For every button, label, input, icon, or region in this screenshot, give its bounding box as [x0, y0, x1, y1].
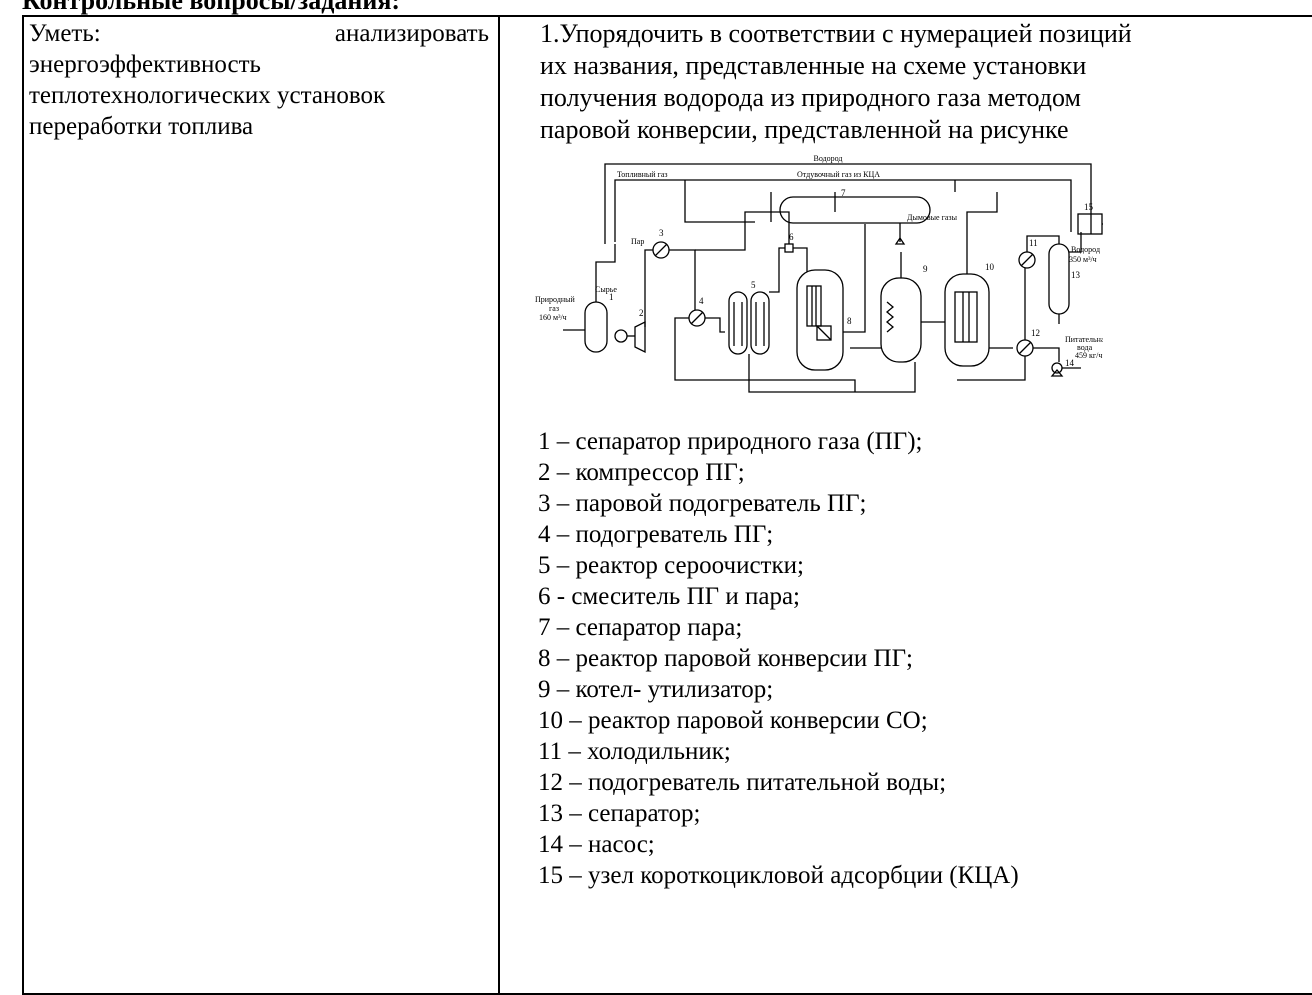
legend-item: 7 – сепаратор пара; [538, 614, 743, 641]
scheme-number: 13 [1071, 270, 1081, 280]
scheme-number: 7 [841, 188, 846, 198]
legend-item: 14 – насос; [538, 831, 655, 858]
scheme-label-hydrogen-top: Водород [813, 154, 842, 163]
scheme-number: 1 [609, 292, 614, 302]
compressor-2 [634, 320, 646, 354]
question-text: 1.Упорядочить в соответствии с нумерацие… [500, 17, 1312, 146]
scheme-number: 4 [699, 296, 704, 306]
scheme-label-feed-water-1: Питательная [1065, 335, 1103, 344]
scheme-label-steam: Пар [631, 237, 644, 246]
steam-separator-7 [779, 196, 931, 224]
legend-item: 1 – сепаратор природного газа (ПГ); [538, 428, 923, 455]
scheme-number: 14 [1065, 358, 1075, 368]
scheme-number: 10 [985, 262, 995, 272]
legend-item: 15 – узел короткоцикловой адсорбции (КЦА… [538, 862, 1019, 889]
mixer-6 [784, 243, 794, 253]
desulfurization-reactor-5b [750, 291, 770, 355]
question-line: паровой конверсии, представленной на рис… [540, 115, 1069, 144]
scheme-label-flue-gases: Дымовые газы [907, 213, 958, 222]
scheme-number: 11 [1029, 238, 1038, 248]
component-legend: 1 – сепаратор природного газа (ПГ); 2 – … [538, 426, 1312, 891]
legend-item: 12 – подогреватель питательной воды; [538, 769, 947, 796]
legend-item: 11 – холодильник; [538, 738, 731, 765]
skill-description: Уметь: анализировать энергоэффективность… [24, 17, 498, 142]
legend-item: 2 – компрессор ПГ; [538, 459, 745, 486]
skill-cell: Уметь: анализировать энергоэффективность… [22, 15, 500, 995]
purge-gas-line [684, 180, 755, 223]
legend-item: 4 – подогреватель ПГ; [538, 521, 774, 548]
steam-reforming-reactor-8 [796, 269, 844, 371]
legend-item: 5 – реактор сероочистки; [538, 552, 804, 579]
skill-verb: анализировать [334, 20, 489, 47]
legend-item: 8 – реактор паровой конверсии ПГ; [538, 645, 913, 672]
waste-heat-boiler-9 [880, 277, 922, 363]
legend-item: 6 - смеситель ПГ и пара; [538, 583, 800, 610]
hydrogen-return-line [604, 163, 1092, 244]
scheme-label-natural-gas-2: газ [549, 304, 559, 313]
scheme-label-fuel-gas: Топливный газ [617, 170, 668, 179]
skill-object: энергоэффективность теплотехнологических… [29, 51, 386, 140]
scheme-number: 3 [659, 228, 664, 238]
task-table: Уметь: анализировать энергоэффективность… [22, 15, 1312, 995]
scheme-label-feed: Сырье [595, 285, 617, 294]
legend-item: 13 – сепаратор; [538, 800, 701, 827]
scheme-number: 2 [639, 308, 644, 318]
scheme-number: 6 [789, 232, 794, 242]
fuel-gas-line [614, 179, 1072, 242]
pump-14 [1051, 362, 1063, 374]
scheme-label-feed-water-flow: 459 кг/ч [1075, 351, 1102, 360]
scheme-number: 12 [1031, 328, 1040, 338]
scheme-number: 9 [923, 264, 928, 274]
separator-13 [1048, 243, 1070, 315]
scheme-label-purge-gas: Отдувочный газ из КЦА [797, 170, 880, 179]
skill-label: Уметь: [29, 20, 101, 47]
scheme-label-hydrogen-out: Водород [1071, 245, 1100, 254]
legend-item: 9 – котел- утилизатор; [538, 676, 774, 703]
scheme-label-feed-water-2: вода [1077, 343, 1093, 352]
psa-unit-15 [1077, 213, 1103, 235]
separator-1 [584, 301, 608, 353]
task-cell: 1.Упорядочить в соответствии с нумерацие… [498, 15, 1312, 995]
scheme-number: 8 [847, 316, 852, 326]
scheme-label-natural-gas-flow: 160 м³/ч [539, 313, 567, 322]
scheme-number: 15 [1084, 202, 1094, 212]
section-header: Контрольные вопросы/задания: [22, 0, 401, 15]
scheme-label-natural-gas-1: Природный [535, 295, 576, 304]
process-scheme-figure: Водород Топливный газ Отдувочный газ из … [535, 154, 1109, 393]
desulfurization-reactor-5a [728, 291, 748, 355]
legend-item: 3 – паровой подогреватель ПГ; [538, 490, 867, 517]
question-line: получения водорода из природного газа ме… [540, 83, 1081, 112]
question-line: 1.Упорядочить в соответствии с нумерацие… [540, 19, 1132, 48]
legend-item: 10 – реактор паровой конверсии СО; [538, 707, 928, 734]
scheme-number: 5 [751, 280, 756, 290]
co-conversion-reactor-10 [944, 273, 990, 367]
scheme-label-hydrogen-flow: 350 м³/ч [1069, 255, 1097, 264]
question-line: их названия, представленные на схеме уст… [540, 51, 1087, 80]
